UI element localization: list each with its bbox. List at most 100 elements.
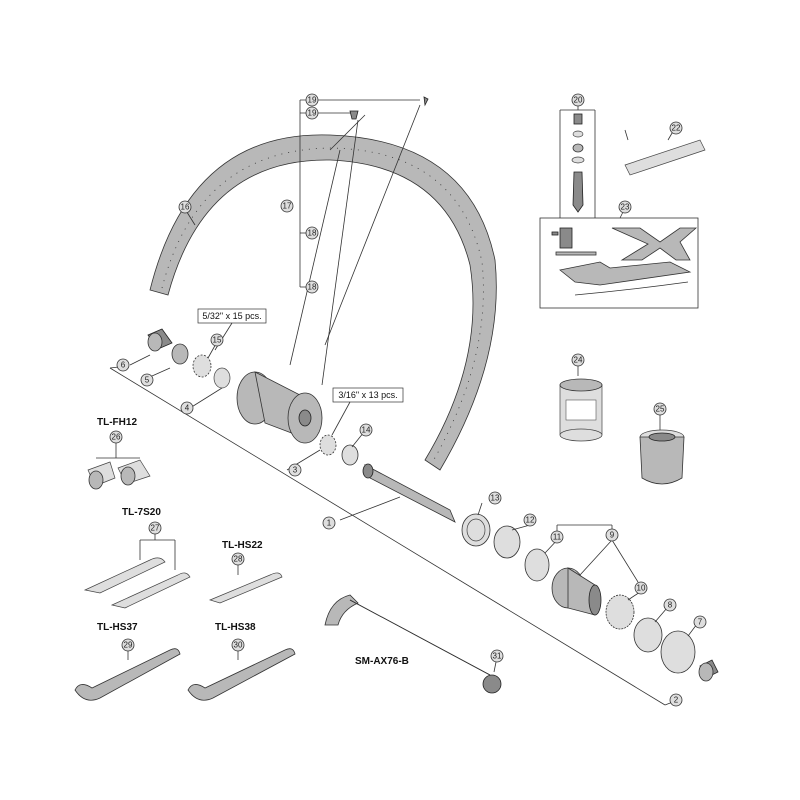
callout-23: 23 bbox=[618, 200, 632, 214]
svg-text:17: 17 bbox=[283, 202, 292, 211]
callout-18a: 18 bbox=[305, 226, 319, 240]
callout-26: 26 bbox=[109, 430, 123, 444]
cone-part bbox=[171, 343, 189, 365]
locknut-part bbox=[147, 328, 173, 352]
svg-text:25: 25 bbox=[656, 405, 665, 414]
callout-1: 1 bbox=[322, 516, 336, 530]
freehub-ring-11 bbox=[524, 548, 550, 582]
tool-label-axle: SM-AX76-B bbox=[355, 656, 409, 667]
svg-text:28: 28 bbox=[234, 555, 243, 564]
callout-16: 16 bbox=[178, 200, 192, 214]
svg-text:16: 16 bbox=[181, 203, 190, 212]
callout-22: 22 bbox=[669, 121, 683, 135]
rim-part bbox=[149, 134, 497, 471]
tool-label-7s20: TL-7S20 bbox=[122, 507, 161, 518]
svg-text:18: 18 bbox=[308, 229, 317, 238]
decal-set-part bbox=[539, 217, 699, 309]
callout-4: 4 bbox=[180, 401, 194, 415]
callout-18b: 18 bbox=[305, 280, 319, 294]
rim-tape-part bbox=[624, 129, 706, 176]
tool-hs22 bbox=[208, 572, 283, 604]
svg-text:30: 30 bbox=[234, 641, 243, 650]
spec-box-large: 3/16" x 13 pcs. bbox=[331, 387, 404, 436]
bearing-retainer-small bbox=[192, 354, 212, 378]
svg-text:6: 6 bbox=[121, 361, 126, 370]
svg-text:19: 19 bbox=[308, 96, 317, 105]
svg-text:9: 9 bbox=[610, 531, 615, 540]
svg-text:24: 24 bbox=[574, 356, 583, 365]
callout-13: 13 bbox=[488, 491, 502, 505]
tool-hs38 bbox=[187, 648, 296, 701]
svg-text:27: 27 bbox=[151, 524, 160, 533]
thru-axle-part bbox=[324, 594, 502, 694]
callout-24: 24 bbox=[571, 353, 585, 367]
svg-text:14: 14 bbox=[362, 426, 371, 435]
spec-box-small: 5/32" x 15 pcs. bbox=[197, 308, 267, 351]
callout-30: 30 bbox=[231, 638, 245, 652]
svg-text:22: 22 bbox=[672, 124, 681, 133]
freehub-spacer-12 bbox=[493, 525, 521, 559]
tool-hs37 bbox=[74, 648, 181, 701]
end-cap-2 bbox=[698, 659, 719, 682]
svg-text:23: 23 bbox=[621, 203, 630, 212]
callout-25: 25 bbox=[653, 402, 667, 416]
washer-7 bbox=[660, 630, 696, 674]
svg-text:13: 13 bbox=[491, 494, 500, 503]
callout-29: 29 bbox=[121, 638, 135, 652]
svg-text:4: 4 bbox=[185, 404, 190, 413]
svg-text:20: 20 bbox=[574, 96, 583, 105]
svg-text:29: 29 bbox=[124, 641, 133, 650]
svg-text:12: 12 bbox=[526, 516, 535, 525]
callout-7: 7 bbox=[693, 615, 707, 629]
callout-20: 20 bbox=[571, 93, 585, 107]
dust-cap-part bbox=[213, 367, 231, 389]
svg-text:19: 19 bbox=[308, 109, 317, 118]
tool-fh12 bbox=[87, 447, 151, 490]
lock-ring-10 bbox=[605, 594, 635, 630]
spec-text-large: 3/16" x 13 pcs. bbox=[338, 390, 397, 400]
callout-5: 5 bbox=[140, 373, 154, 387]
callout-10: 10 bbox=[634, 581, 648, 595]
callout-19a: 19 bbox=[305, 93, 319, 107]
callout-14: 14 bbox=[359, 423, 373, 437]
valve-kit-part bbox=[559, 109, 596, 220]
callout-6: 6 bbox=[116, 358, 130, 372]
callout-17: 17 bbox=[280, 199, 294, 213]
callout-8: 8 bbox=[663, 598, 677, 612]
svg-text:26: 26 bbox=[112, 433, 121, 442]
callout-15: 15 bbox=[210, 333, 224, 347]
tool-label-hs37: TL-HS37 bbox=[97, 622, 138, 633]
svg-text:31: 31 bbox=[493, 652, 502, 661]
tool-label-hs22: TL-HS22 bbox=[222, 540, 263, 551]
freehub-seal-13 bbox=[461, 513, 491, 547]
callout-11: 11 bbox=[550, 530, 564, 544]
svg-text:7: 7 bbox=[698, 618, 703, 627]
hub-body-part bbox=[236, 371, 323, 444]
svg-text:1: 1 bbox=[327, 519, 332, 528]
adapter-part bbox=[639, 429, 685, 485]
svg-text:2: 2 bbox=[674, 696, 679, 705]
svg-text:11: 11 bbox=[553, 533, 562, 542]
spoke-group bbox=[289, 96, 429, 386]
svg-text:8: 8 bbox=[668, 601, 673, 610]
hub-axle-part bbox=[362, 463, 456, 523]
callout-31: 31 bbox=[490, 649, 504, 663]
callout-9: 9 bbox=[605, 528, 619, 542]
spec-text-small: 5/32" x 15 pcs. bbox=[202, 311, 261, 321]
svg-text:10: 10 bbox=[637, 584, 646, 593]
hub-ring-14 bbox=[341, 444, 359, 466]
callout-2: 2 bbox=[669, 693, 683, 707]
grease-jar-part bbox=[559, 378, 603, 442]
bearing-retainer-large bbox=[319, 434, 337, 456]
washer-8 bbox=[633, 617, 663, 653]
svg-text:3: 3 bbox=[293, 466, 298, 475]
callout-3: 3 bbox=[288, 463, 302, 477]
tool-label-hs38: TL-HS38 bbox=[215, 622, 256, 633]
callout-27: 27 bbox=[148, 521, 162, 535]
callout-12: 12 bbox=[523, 513, 537, 527]
svg-text:5: 5 bbox=[145, 376, 150, 385]
tool-7s20 bbox=[83, 539, 191, 609]
callout-19b: 19 bbox=[305, 106, 319, 120]
svg-text:18: 18 bbox=[308, 283, 317, 292]
